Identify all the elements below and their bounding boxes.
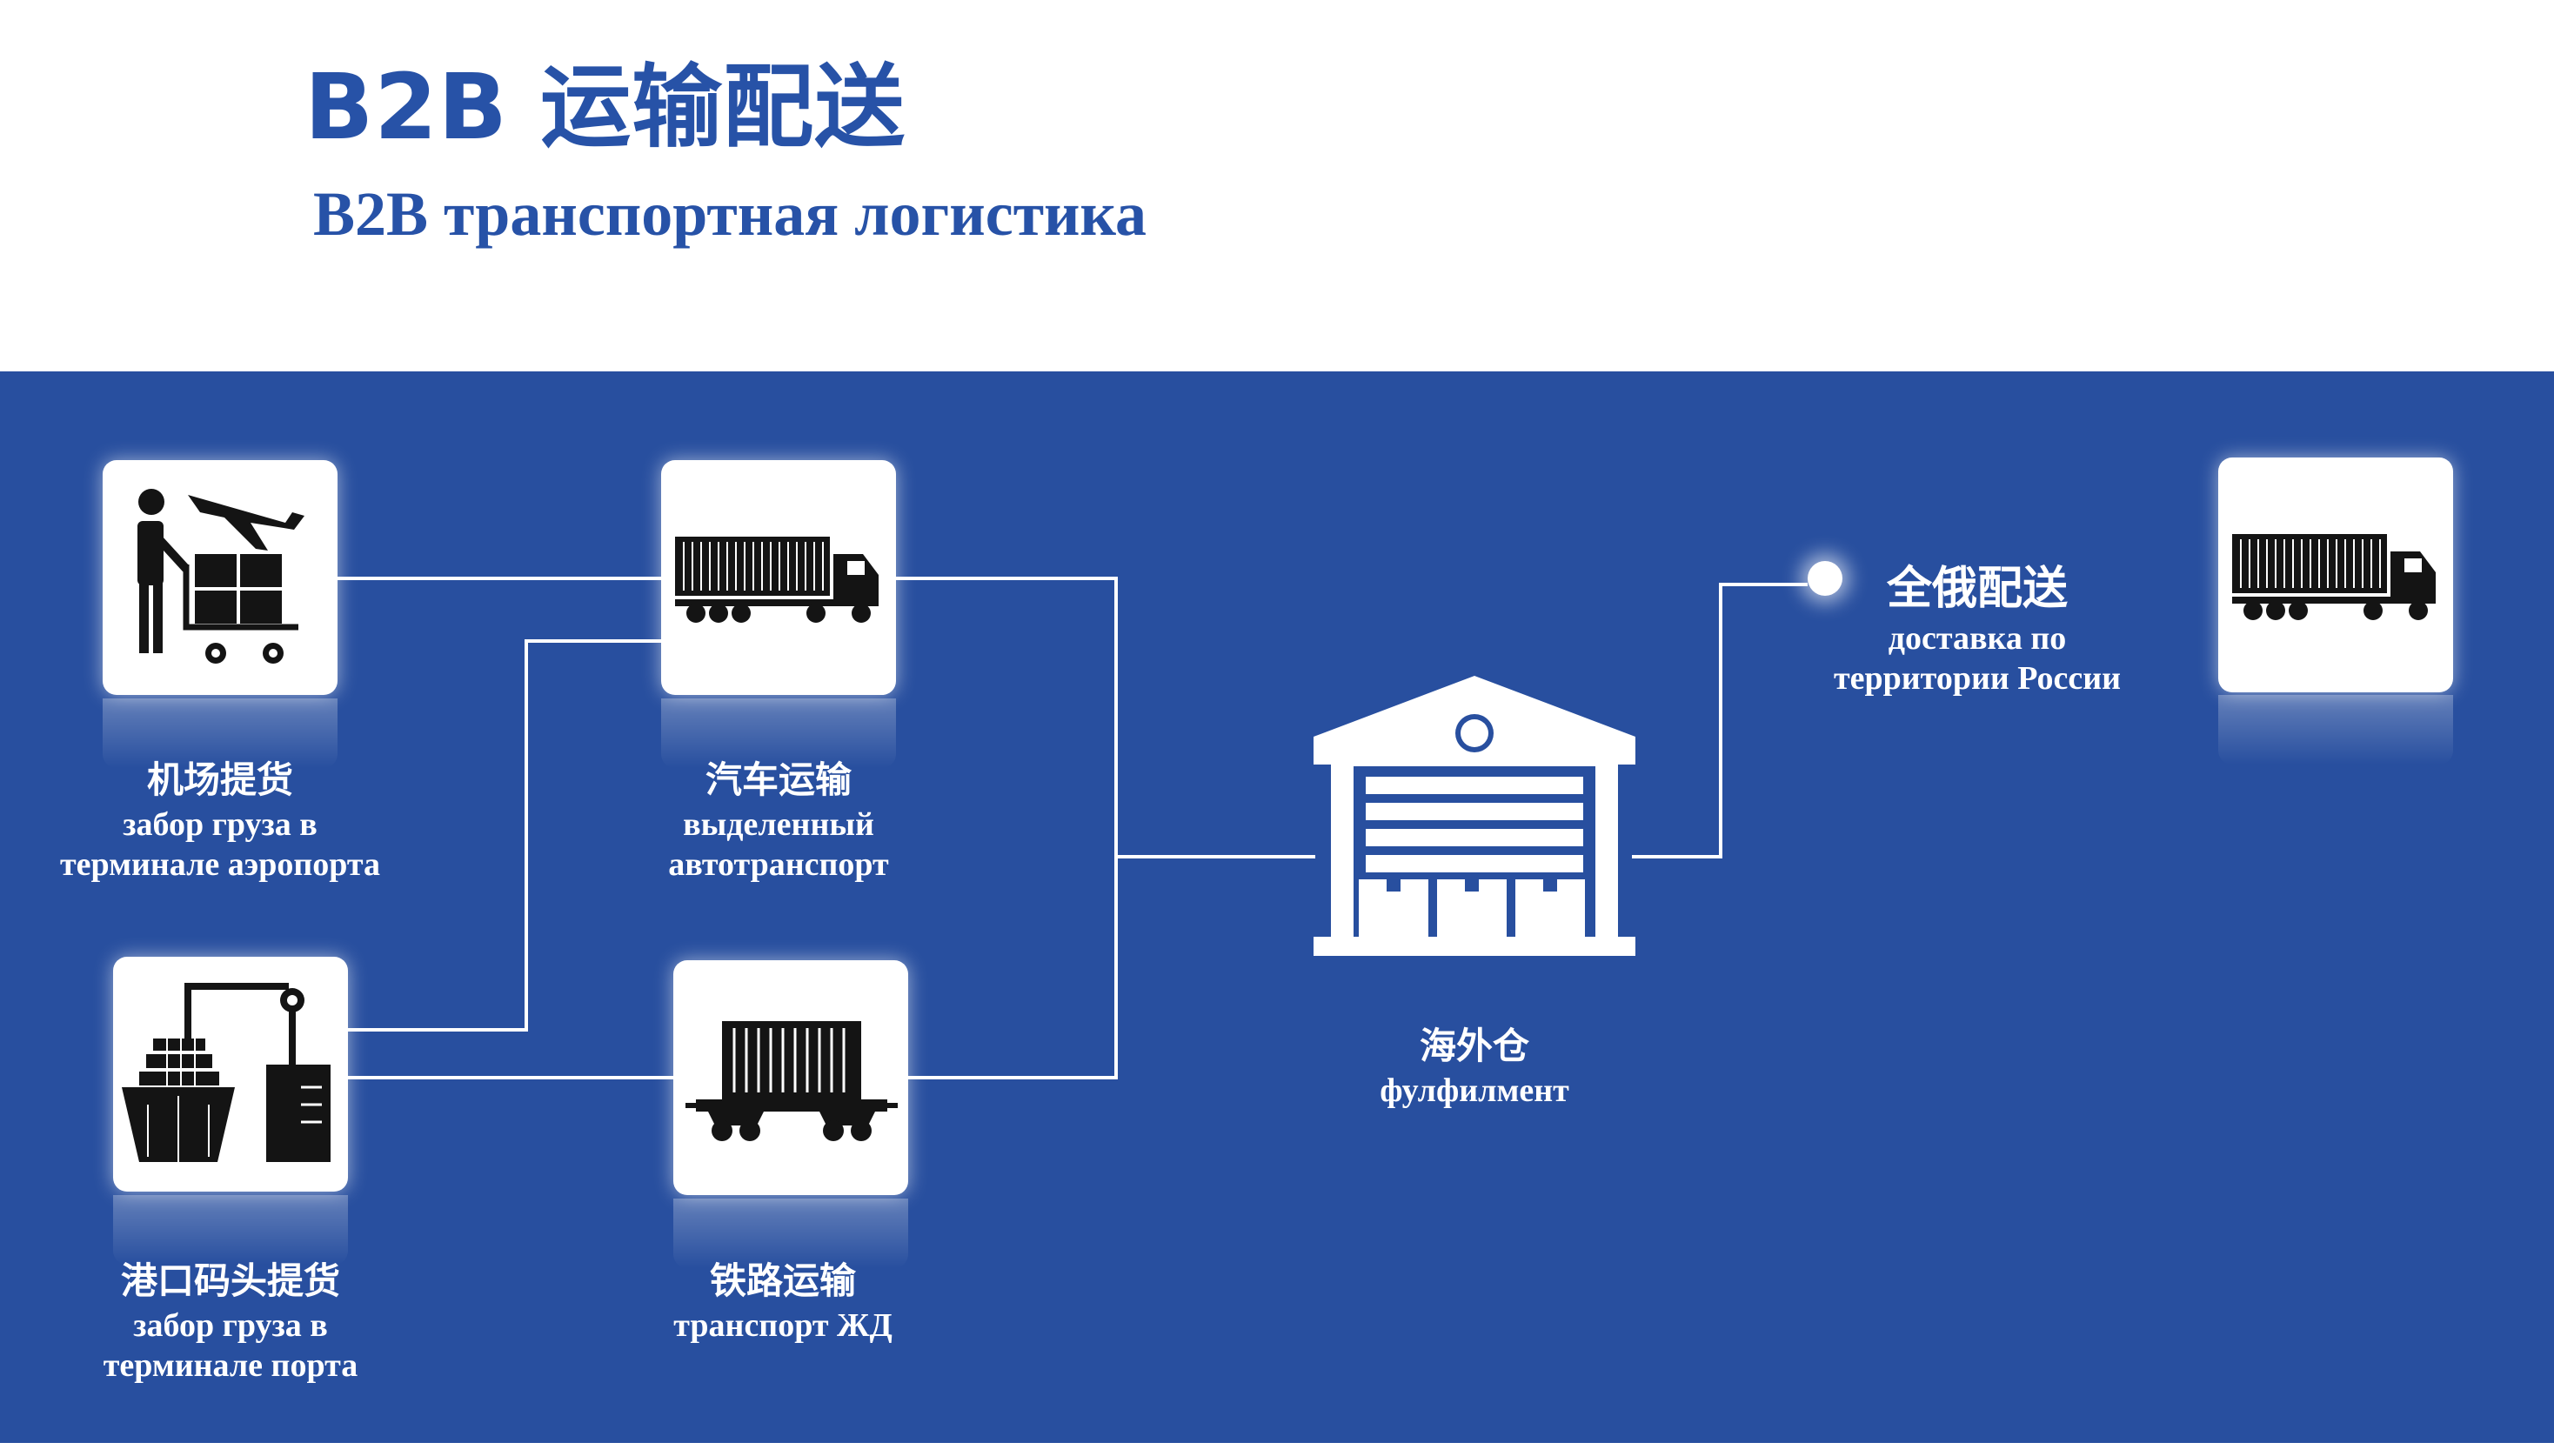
airport-label-cn: 机场提货 [146,758,293,801]
airport-label: 机场提货 забор груза в терминале аэропорта [46,756,394,885]
delivery-label-ru-2: территории России [1833,660,2122,697]
airport-label-ru-2: терминале аэропорта [60,846,380,883]
page-subtitle: B2B транспортная логистика [313,179,1147,249]
rail-label: 铁路运输 транспорт ЖД [609,1257,957,1346]
truck-icon [675,537,879,623]
airport-label-ru-1: забор груза в [123,806,318,843]
warehouse-label-cn: 海外仓 [1419,1025,1529,1067]
airport-pickup-icon [137,489,304,664]
connector-port-truck [346,639,661,1032]
delivery-tile-reflection [2218,695,2453,765]
railway-wagon-icon [685,1021,898,1141]
rail-label-ru-1: транспорт ЖД [673,1307,893,1344]
truck-label: 汽车运输 выделенный автотранспорт [605,756,953,885]
connector-warehouse-delivery [1632,583,1808,858]
delivery-endpoint-dot [1808,561,1842,596]
rail-tile-reflection [673,1199,908,1268]
truck-label-ru-2: автотранспорт [668,846,889,883]
port-ship-crane-icon [122,983,331,1162]
page-title: B2B 运输配送 [304,54,906,160]
airport-tile-reflection [103,698,338,768]
truck-label-cn: 汽车运输 [705,758,852,801]
warehouse-icon [1314,676,1635,956]
rail-label-cn: 铁路运输 [709,1259,856,1302]
port-label-ru-1: забор груза в [133,1307,328,1344]
delivery-label-cn: 全俄配送 [1886,563,2068,615]
port-label-ru-2: терминале порта [103,1347,358,1384]
delivery-truck-tile [2218,458,2453,692]
port-label-cn: 港口码头提货 [120,1259,340,1302]
warehouse-label: 海外仓 фулфилмент [1300,1022,1648,1111]
truck-label-ru-1: выделенный [683,806,874,843]
airport-pickup-tile [103,460,338,695]
connector-truck-hub [896,577,1118,857]
truck-icon [2232,534,2436,620]
warehouse-label-ru-1: фулфилмент [1380,1072,1569,1109]
delivery-label: 全俄配送 доставка по территории России [1803,559,2151,698]
logistics-diagram-panel: 机场提货 забор груза в терминале аэропорта 汽… [0,371,2554,1443]
connector-rail-hub [908,857,1118,1079]
truck-tile [661,460,896,695]
truck-tile-reflection [661,698,896,768]
rail-tile [673,960,908,1195]
delivery-label-ru-1: доставка по [1888,620,2067,657]
port-tile [113,957,348,1192]
port-tile-reflection [113,1195,348,1265]
connector-lines [338,577,1808,1079]
port-label: 港口码头提货 забор груза в терминале порта [57,1257,404,1386]
